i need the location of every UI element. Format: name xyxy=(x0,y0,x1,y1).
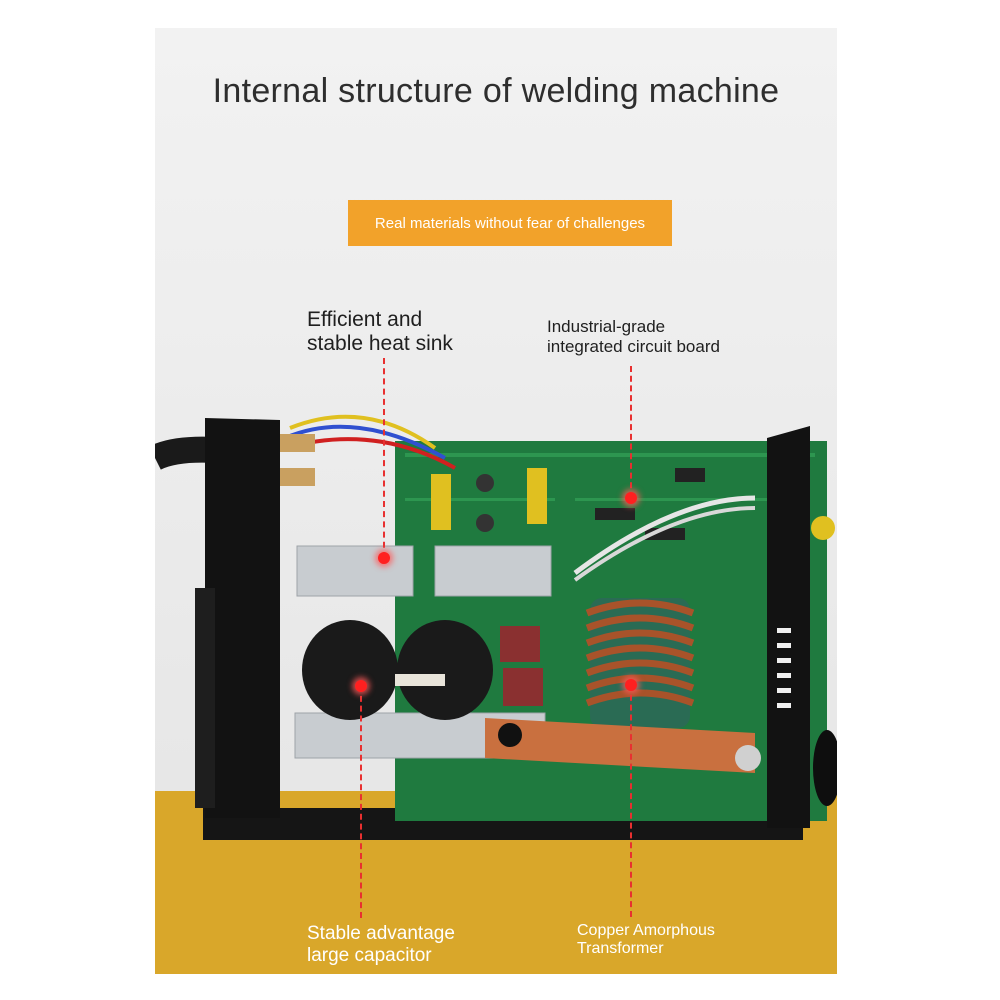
copper-strip xyxy=(485,718,755,773)
small-transformer-1 xyxy=(431,474,451,530)
circuit-board-label-line-2: integrated circuit board xyxy=(547,336,720,356)
heat-sink-left xyxy=(296,545,414,597)
circuit-board-marker xyxy=(625,492,637,504)
large-capacitor-1 xyxy=(302,620,398,720)
left-side-panel xyxy=(205,418,280,818)
transformer-label: Copper Amorphous Transformer xyxy=(577,922,715,959)
small-transformer-2 xyxy=(527,468,547,524)
heat-sink-marker xyxy=(378,552,390,564)
heat-sink-leader xyxy=(383,358,385,558)
capacitor-label-line-1: Stable advantage xyxy=(307,923,455,944)
heat-sink-label-line-1: Efficient and xyxy=(307,308,423,331)
welding-machine-photo xyxy=(155,414,837,840)
circuit-board-leader xyxy=(630,366,632,498)
output-knob xyxy=(813,730,837,806)
transformer-label-line-1: Copper Amorphous xyxy=(577,922,715,939)
heat-sink-label-line-2: stable heat sink xyxy=(307,332,453,356)
capacitor-label-line-2: large capacitor xyxy=(307,944,432,966)
heat-sink-right xyxy=(434,545,552,597)
heat-sink-label: Efficient and stable heat sink xyxy=(307,308,453,356)
tagline-banner: Real materials without fear of challenge… xyxy=(348,200,672,246)
capacitor-marker xyxy=(355,680,367,692)
capacitor-leader xyxy=(360,686,362,918)
page-title: Internal structure of welding machine xyxy=(212,72,780,110)
large-capacitor-2 xyxy=(397,620,493,720)
transformer-marker xyxy=(625,679,637,691)
circuit-board-label-line-1: Industrial-grade xyxy=(547,317,666,336)
capacitor-label: Stable advantage large capacitor xyxy=(307,923,455,967)
product-image-panel: Internal structure of welding machine Re… xyxy=(155,28,837,974)
transformer-label-line-2: Transformer xyxy=(577,940,664,958)
right-side-panel xyxy=(767,426,810,828)
circuit-board-label: Industrial-grade integrated circuit boar… xyxy=(547,317,720,356)
transformer-leader xyxy=(630,685,632,917)
